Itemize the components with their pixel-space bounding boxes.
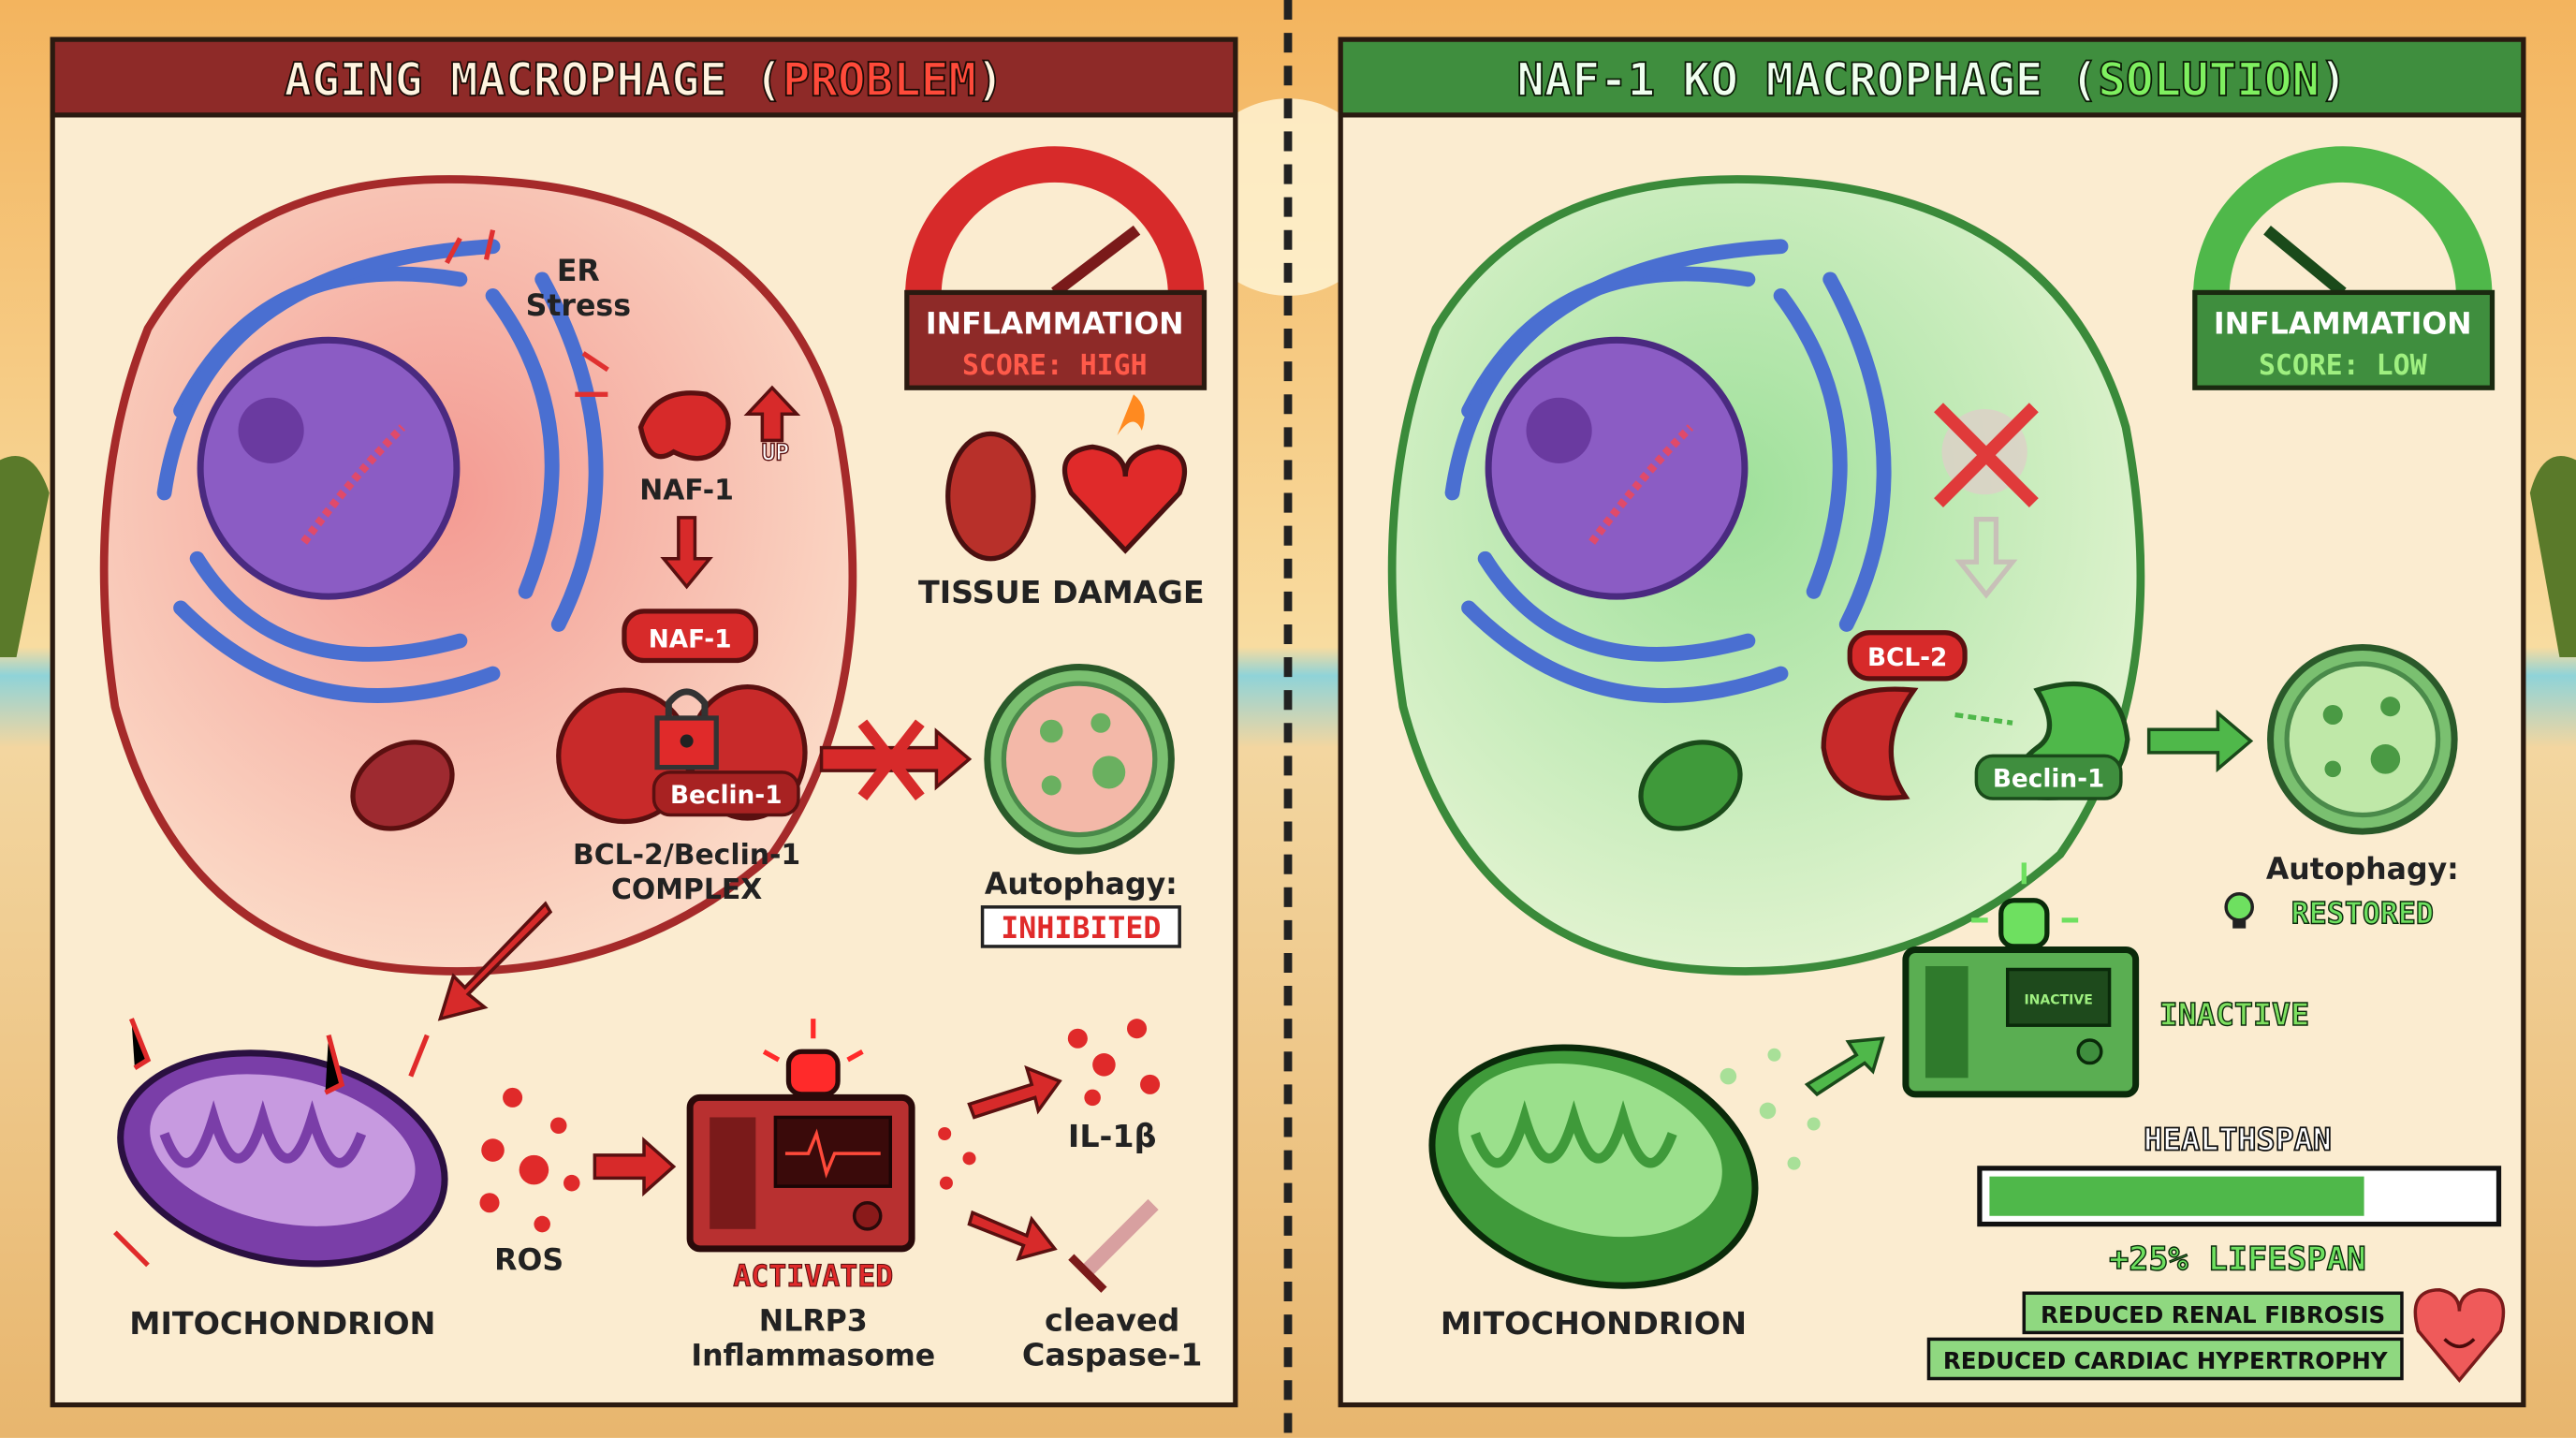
nlrp3-inflammasome-active [686, 1093, 915, 1253]
autophagosome [2267, 643, 2458, 835]
lock-icon [654, 688, 719, 770]
siren-icon [762, 1019, 864, 1097]
beclin1-tag: Beclin-1 [670, 782, 783, 810]
ros-particles [479, 1087, 580, 1233]
arrow-to-inflammasome [1804, 1036, 1885, 1097]
inflammasome-label: Inflammasome [691, 1339, 935, 1372]
free-bcl2: BCL-2 [1821, 630, 1968, 800]
benefit-tag [1926, 1337, 2404, 1381]
autophagy-label: Autophagy: [985, 868, 1178, 902]
mitochondrion-label: MITOCHONDRION [1441, 1305, 1747, 1342]
stress-burst [445, 229, 609, 397]
endoplasmic-reticulum [1444, 239, 1892, 703]
inflammation-gauge-low: INFLAMMATION SCORE: LOW [2192, 146, 2496, 390]
damaged-mitochondrion [112, 1018, 448, 1268]
healthy-mitochondrion [1428, 1044, 1759, 1289]
endoplasmic-reticulum [156, 239, 604, 703]
smiling-heart-icon [2413, 1287, 2506, 1384]
er-stress-label: Stress [526, 289, 631, 323]
small-mitochondrion [1638, 740, 1743, 831]
arrow-to-inflammasome [593, 1137, 677, 1197]
beclin1-tag: Beclin-1 [1993, 766, 2105, 794]
small-mitochondrion [350, 740, 455, 831]
fire-icon [1117, 394, 1145, 436]
broken-heart-icon [1061, 444, 1188, 554]
complex-label: BCL-2/Beclin-1 [573, 839, 800, 872]
nucleus [1485, 336, 1749, 600]
autophagy-status-restored: RESTORED [2291, 897, 2434, 931]
sword-icon [1068, 1198, 1159, 1293]
inflammasome-label: NLRP3 [759, 1305, 868, 1339]
up-label: UP [762, 438, 790, 465]
autophagy-status-inhibited: INHIBITED [1001, 912, 1161, 946]
kidney-icon [945, 431, 1036, 562]
solution-panel: NAF-1 KO MACROPHAGE (SOLUTION) BCL-2 Bec… [1338, 37, 2526, 1408]
gauge-label: INFLAMMATION [2214, 307, 2472, 341]
mitochondrion-label: MITOCHONDRION [129, 1305, 435, 1342]
gauge-score: SCORE: LOW [2259, 349, 2427, 382]
x-mark-icon [857, 719, 925, 800]
autophagosome [984, 664, 1175, 855]
particles [1720, 1048, 1821, 1170]
palm-tree-icon [0, 456, 2576, 658]
healthspan-label: HEALTHSPAN [2144, 1122, 2332, 1158]
caspase-label: Caspase-1 [1022, 1336, 1203, 1372]
nucleolus [1526, 397, 1592, 463]
benefit-tag [2022, 1291, 2404, 1335]
arrow-to-mitochondrion [437, 901, 553, 1021]
cytokine-particles [938, 1019, 1161, 1190]
sun [1189, 98, 1387, 296]
naf1-label: NAF-1 [639, 475, 734, 507]
caspase-label: cleaved [1045, 1302, 1179, 1339]
autophagy-label: Autophagy: [2266, 853, 2459, 887]
gauge-label: INFLAMMATION [926, 307, 1184, 341]
up-arrow-icon [743, 385, 801, 443]
nucleolus [238, 397, 304, 463]
problem-panel: AGING MACROPHAGE (PROBLEM) ER Stress UP … [50, 37, 1238, 1408]
free-beclin1: Beclin-1 [1974, 681, 2130, 800]
inflammasome-status-activated: ACTIVATED [733, 1260, 893, 1294]
bcl2-beclin1-complex: NAF-1 Beclin-1 [556, 609, 808, 825]
lifespan-label: +25% LIFESPAN [2109, 1240, 2366, 1279]
faded-down-arrow-icon [1954, 516, 2018, 599]
separation-arrow [1954, 712, 2013, 726]
inflammasome-screen-text: INACTIVE [2024, 992, 2092, 1007]
down-arrow-icon [660, 516, 713, 590]
siren-icon [1971, 862, 2079, 949]
healthspan-bar-fill [1989, 1176, 2364, 1216]
tissue-damage-label: TISSUE DAMAGE [918, 574, 1205, 610]
il1b-label: IL-1β [1068, 1118, 1157, 1154]
lightbulb-icon [2224, 892, 2254, 929]
arrow-to-autophagosome [2146, 709, 2254, 773]
x-mark-icon [1934, 403, 2039, 508]
er-stress-label: ER [557, 255, 600, 288]
inflammation-gauge-high: INFLAMMATION SCORE: HIGH [904, 146, 1208, 390]
problem-title: AGING MACROPHAGE (PROBLEM) [285, 52, 1004, 107]
ros-label: ROS [494, 1244, 564, 1278]
benefit-cardiac: REDUCED CARDIAC HYPERTROPHY [1943, 1347, 2389, 1374]
nlrp3-inflammasome-inactive: INACTIVE [1902, 946, 2140, 1098]
solution-title: NAF-1 KO MACROPHAGE (SOLUTION) [1516, 52, 2347, 107]
arrow-to-caspase [967, 1210, 1058, 1262]
arrow-to-il1b [967, 1064, 1062, 1120]
naf1-protein [637, 390, 731, 462]
complex-label: COMPLEX [611, 873, 762, 906]
benefit-renal: REDUCED RENAL FIBROSIS [2041, 1301, 2385, 1328]
nucleus [197, 336, 461, 600]
naf1-tag: NAF-1 [649, 626, 732, 654]
gauge-score: SCORE: HIGH [962, 349, 1148, 382]
inflammasome-status-inactive: INACTIVE [2159, 996, 2310, 1033]
bcl2-tag: BCL-2 [1867, 644, 1947, 672]
